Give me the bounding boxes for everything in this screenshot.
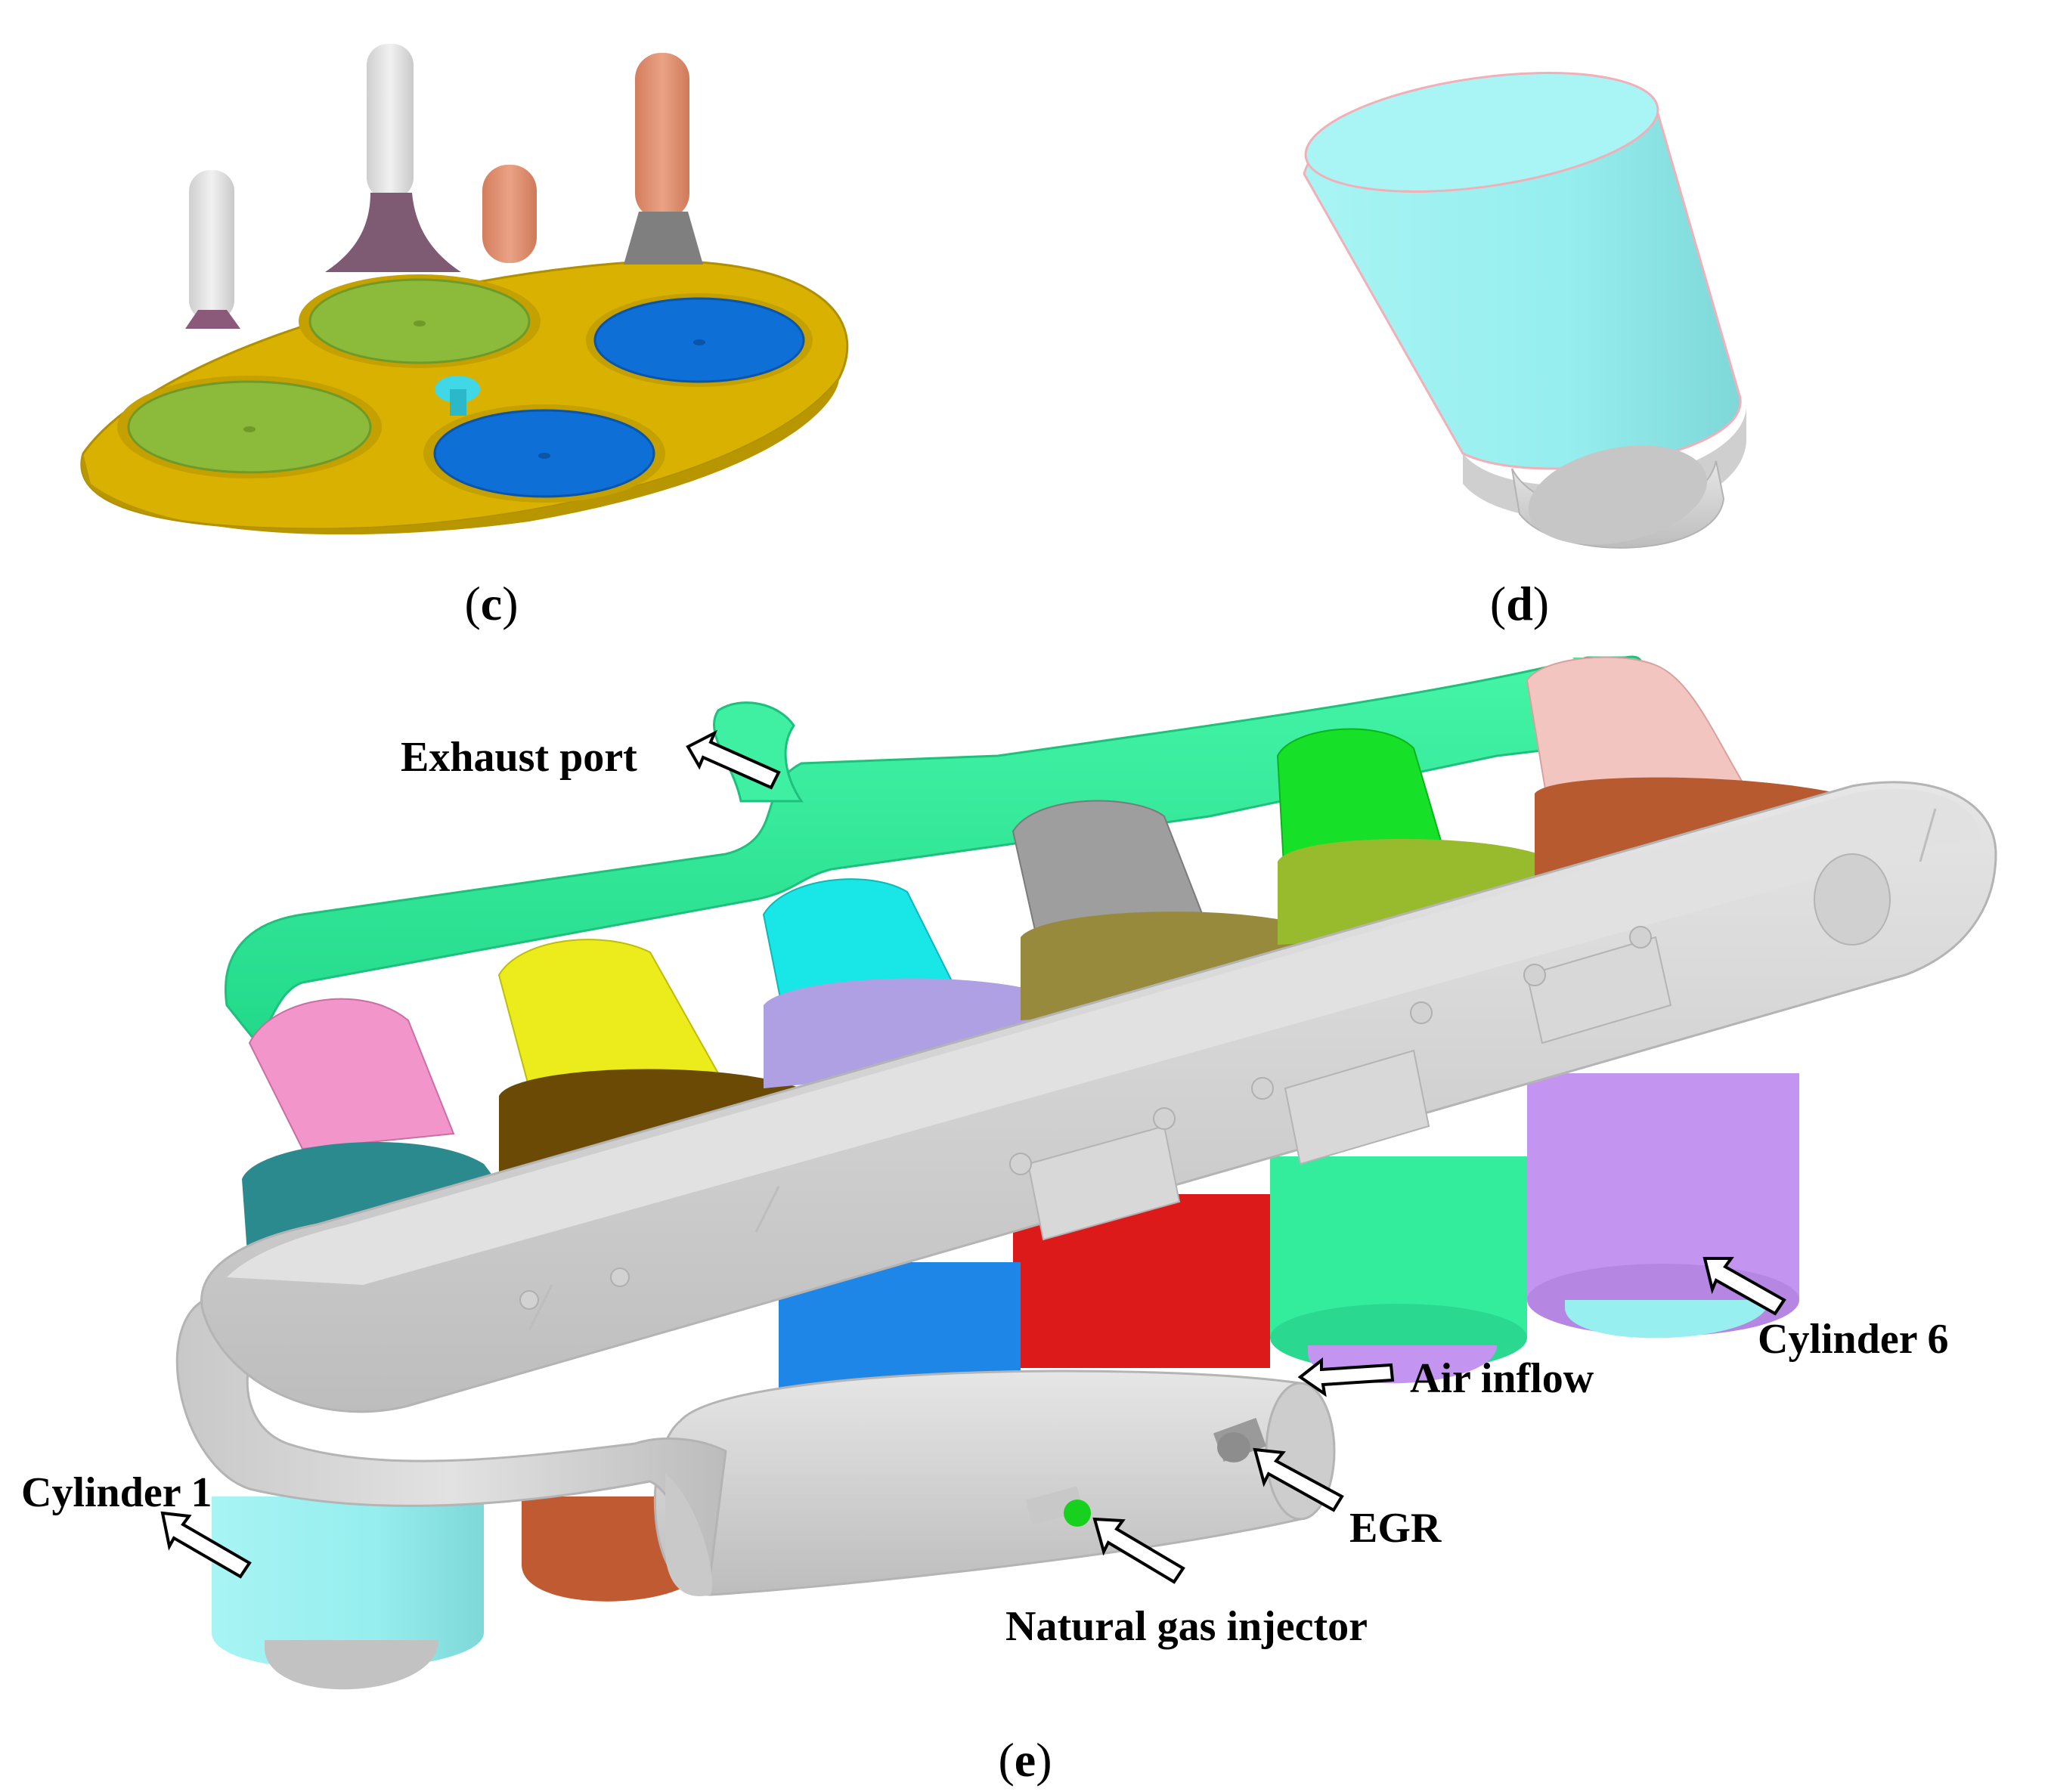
valve-center-dot	[538, 453, 550, 459]
valve-neck-left	[185, 310, 240, 329]
arrow-air-inflow	[1297, 1357, 1395, 1397]
label-natural-gas-injector: Natural gas injector	[1005, 1603, 1368, 1650]
port-yellow	[497, 939, 720, 1090]
cylinder-top	[1304, 72, 1659, 193]
egr-stub-end	[1217, 1432, 1250, 1462]
caption-e: (e)	[998, 1733, 1052, 1787]
caption-c: (c)	[464, 577, 518, 630]
valve-stem-white-left	[189, 170, 234, 321]
bolt-head	[1009, 1153, 1032, 1175]
cylinder-bottom-face	[1528, 445, 1708, 545]
gas-injector-stub	[1025, 1486, 1084, 1525]
label-air-inflow: Air inflow	[1410, 1355, 1594, 1402]
cylinder-1-cyan	[212, 1496, 484, 1670]
valve-center-dot	[693, 339, 705, 345]
plenum-cap	[1814, 853, 1891, 946]
cylinder-purple-foot	[1565, 1300, 1769, 1339]
mount-boss-2	[1284, 1049, 1430, 1165]
valve-neck-center	[325, 193, 461, 272]
label-cylinder-6: Cylinder 6	[1758, 1316, 1949, 1363]
valve-stem-orange-right	[635, 53, 689, 219]
bolt-head	[1523, 964, 1546, 986]
plenum-rib	[754, 1186, 780, 1233]
plenum-rib	[528, 1284, 553, 1331]
bolt-head	[1153, 1107, 1176, 1130]
arrow-cylinder-6	[1702, 1257, 1786, 1316]
port-light-pink	[1526, 656, 1755, 818]
bolt-head	[610, 1267, 630, 1287]
caption-d: (d)	[1490, 577, 1549, 630]
valve-center-dot	[414, 320, 426, 327]
injector-tip	[450, 389, 466, 416]
panel-e-engine-assembly	[175, 655, 1997, 1690]
intake-tube	[653, 1370, 1328, 1596]
plenum-rib	[1919, 808, 1937, 862]
arrow-natural-gas-injector	[1092, 1517, 1185, 1584]
valve-stem-white-center	[367, 44, 414, 199]
bolt-head	[1629, 926, 1652, 949]
bolt-head	[1251, 1077, 1274, 1100]
u-bend-lower	[665, 1474, 712, 1596]
gas-injector-tip	[1064, 1500, 1091, 1527]
port-pink	[248, 998, 455, 1150]
label-egr: EGR	[1349, 1505, 1442, 1552]
panel-d-cylinder	[1303, 72, 1746, 549]
mount-boss-3	[1526, 936, 1672, 1045]
arrow-cylinder-1	[160, 1511, 252, 1579]
mount-boss-1	[1027, 1125, 1181, 1241]
intake-plenum-top	[227, 788, 1981, 1285]
panel-c-valve-assembly	[80, 44, 849, 535]
cylinder-1-foot	[265, 1640, 438, 1690]
label-cylinder-1: Cylinder 1	[21, 1469, 212, 1516]
arrow-exhaust-port	[686, 729, 781, 790]
valve-center-dot	[243, 426, 256, 432]
label-exhaust-port: Exhaust port	[401, 734, 637, 781]
annotation-arrows	[160, 729, 1786, 1584]
valve-stem-orange-center	[482, 165, 537, 263]
bolt-head	[519, 1290, 539, 1310]
valve-neck-right	[624, 212, 703, 265]
arrow-egr	[1253, 1447, 1344, 1512]
bolt-head	[1410, 1001, 1433, 1024]
cylinder-purple	[1527, 1073, 1799, 1300]
